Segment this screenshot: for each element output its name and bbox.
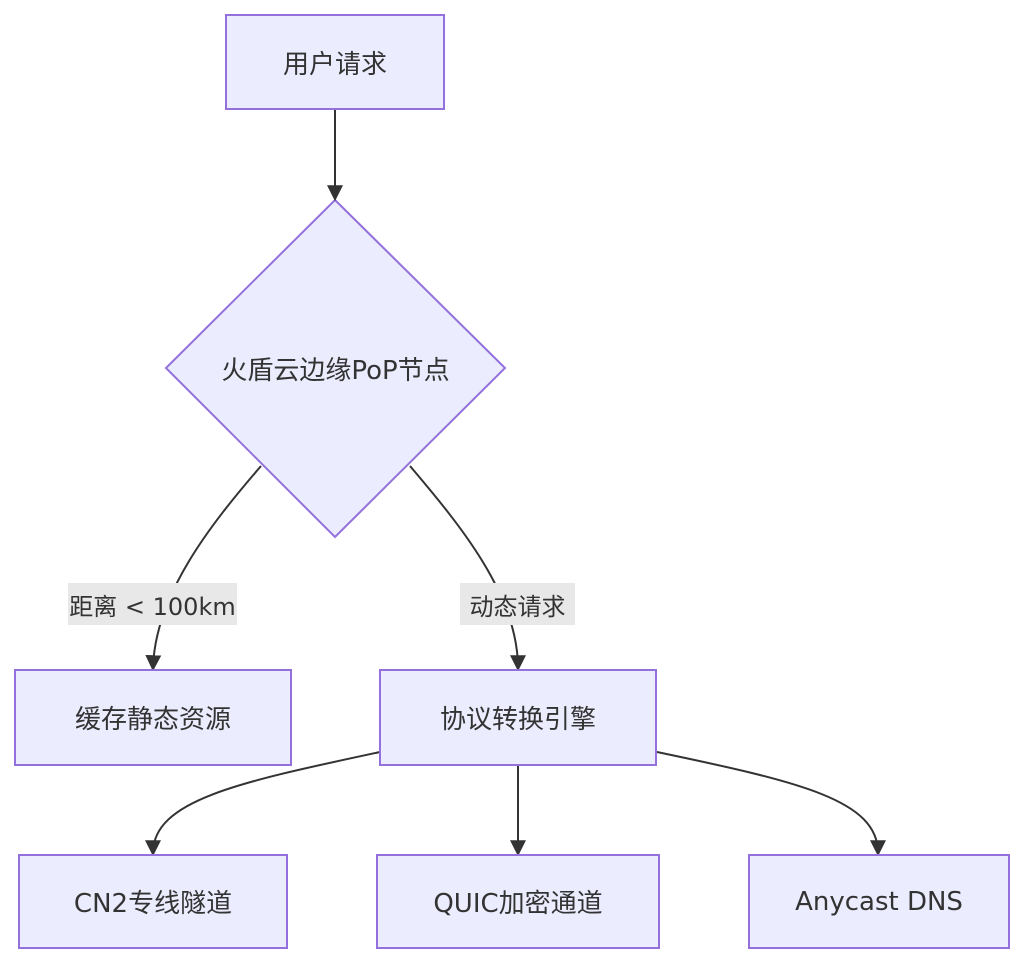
edge-pop-to-cache	[145, 465, 262, 672]
node-anycast-dns-label: Anycast DNS	[795, 886, 963, 917]
edge-label-distance: 距离 < 100km	[68, 583, 237, 625]
node-user-request: 用户请求	[225, 14, 445, 110]
node-protocol-engine-label: 协议转换引擎	[439, 705, 596, 735]
edge-label-distance-text: 距离 < 100km	[69, 592, 236, 621]
node-pop-label: 火盾云边缘PoP节点	[221, 355, 450, 386]
node-cn2-tunnel-label: CN2专线隧道	[73, 889, 233, 919]
pop-node-diamond	[164, 198, 507, 539]
node-cache-static: 缓存静态资源	[14, 669, 292, 766]
node-cache-static-label: 缓存静态资源	[74, 705, 231, 735]
edge-engine-to-cn2	[145, 751, 381, 857]
node-anycast-dns: Anycast DNS	[748, 854, 1010, 949]
node-pop: 火盾云边缘PoP节点	[166, 340, 505, 396]
edge-engine-to-dns	[656, 751, 886, 857]
node-cn2-tunnel: CN2专线隧道	[18, 854, 288, 949]
edge-label-dynamic: 动态请求	[460, 583, 575, 625]
node-user-request-label: 用户请求	[282, 49, 387, 80]
edge-label-dynamic-text: 动态请求	[469, 592, 566, 621]
node-quic-tunnel: QUIC加密通道	[376, 854, 660, 949]
edge-pop-to-engine	[409, 465, 526, 672]
node-quic-tunnel-label: QUIC加密通道	[433, 889, 603, 919]
node-protocol-engine: 协议转换引擎	[379, 669, 657, 766]
